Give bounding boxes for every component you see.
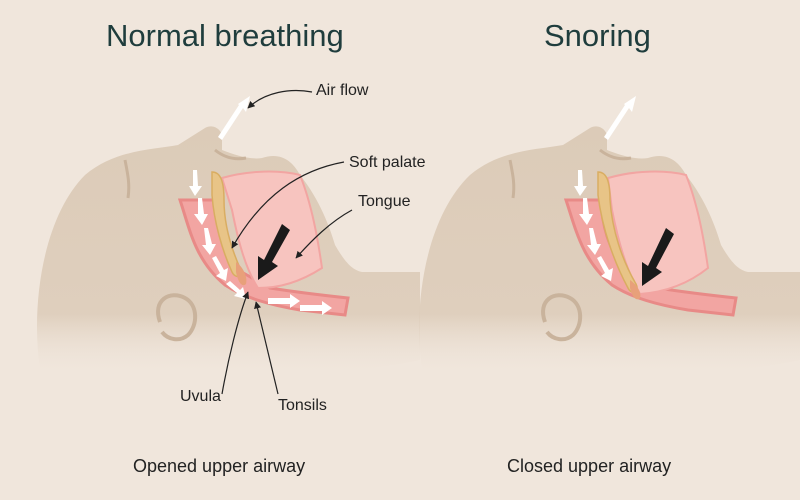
- tongue: [220, 170, 324, 290]
- uvula: [236, 262, 247, 286]
- panel-title-snoring: Snoring: [544, 18, 651, 53]
- airflow-arrows: [574, 96, 636, 281]
- normal-breathing-figure: [37, 89, 420, 395]
- label-air-flow: Air flow: [316, 82, 369, 99]
- uvula: [630, 280, 641, 300]
- caption-closed-airway: Closed upper airway: [507, 456, 672, 476]
- panel-title-normal: Normal breathing: [106, 18, 344, 53]
- label-tongue: Tongue: [358, 193, 411, 210]
- tongue-pressure-arrow: [642, 228, 674, 286]
- label-tonsils: Tonsils: [278, 397, 327, 414]
- soft-palate: [597, 171, 638, 294]
- ear: [156, 293, 198, 342]
- face-contour: [508, 148, 632, 199]
- callout-lines: [221, 89, 353, 395]
- airflow-arrows: [189, 96, 332, 315]
- tongue-pressure-arrow: [258, 224, 290, 280]
- ear: [541, 293, 583, 342]
- label-soft-palate: Soft palate: [349, 154, 426, 171]
- snoring-figure: [419, 96, 800, 377]
- caption-opened-airway: Opened upper airway: [133, 456, 306, 476]
- label-uvula: Uvula: [180, 388, 221, 405]
- face-contour: [123, 148, 247, 199]
